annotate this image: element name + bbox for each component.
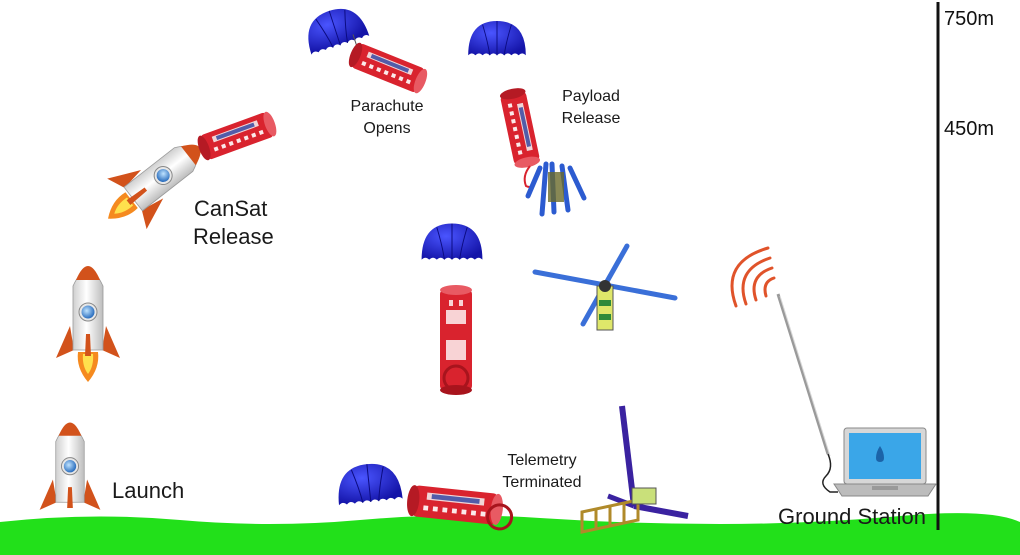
rocket-icon <box>55 265 121 382</box>
label-cansat-release-line1: CanSat <box>194 196 268 221</box>
label-payload-release-line2: Release <box>561 110 621 127</box>
cansat-icon <box>498 86 542 170</box>
label-parachute-opens-line1: Parachute <box>350 98 424 115</box>
label-launch: Launch <box>112 478 185 503</box>
altitude-label-450: 450m <box>944 118 995 140</box>
label-telemetry-terminated-line2: Terminated <box>502 474 582 491</box>
rotor-icon <box>580 405 689 534</box>
cansat-icon <box>194 110 280 162</box>
laptop-icon <box>833 427 937 497</box>
parachute-icon <box>421 223 483 261</box>
payload-icon <box>523 161 587 217</box>
label-payload-release-line1: Payload <box>562 88 620 105</box>
altitude-label-750: 750m <box>944 8 995 30</box>
parachute-icon <box>467 20 527 56</box>
label-telemetry-terminated-line1: Telemetry <box>507 452 577 469</box>
label-ground-station: Ground Station <box>778 504 926 529</box>
cansat-icon <box>405 484 514 531</box>
signal-icon <box>730 246 776 308</box>
ground <box>0 513 1020 555</box>
label-parachute-opens-line2: Opens <box>363 120 411 137</box>
parachute-icon <box>334 460 404 506</box>
rotor-icon <box>532 243 678 331</box>
cansat-icon <box>346 34 430 96</box>
label-cansat-release-line2: Release <box>193 224 274 249</box>
cansat-icon <box>440 285 472 395</box>
antenna-icon <box>776 293 838 493</box>
rocket-icon <box>39 422 101 511</box>
